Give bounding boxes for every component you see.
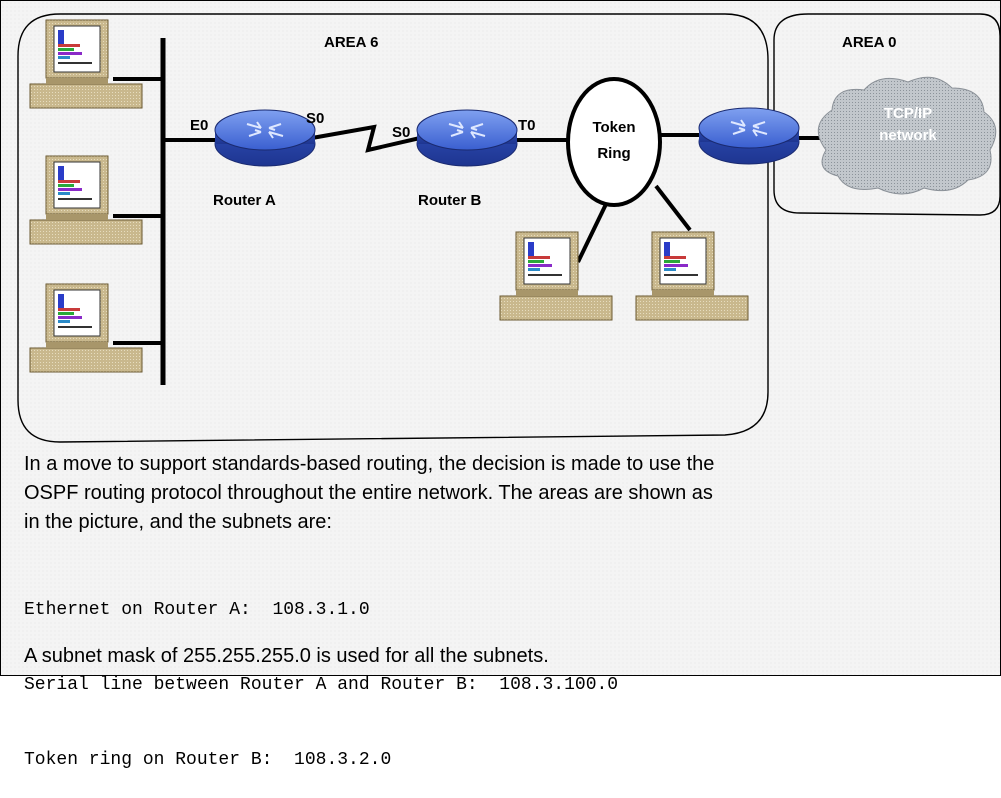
area0-boundary (773, 13, 1001, 216)
subnet-ethernet: Ethernet on Router A: 108.3.1.0 (24, 600, 370, 620)
pc-icon (29, 19, 143, 109)
token-ring-label-line2: Ring (597, 145, 630, 162)
router-b-label: Router B (418, 192, 482, 209)
intro-line: OSPF routing protocol throughout the ent… (24, 482, 713, 504)
area6-boundary (17, 13, 769, 443)
router-b-port-t0: T0 (518, 117, 536, 134)
intro-line: in the picture, and the subnets are: (24, 511, 332, 533)
area6-label: AREA 6 (324, 34, 378, 51)
subnet-mask-note: A subnet mask of 255.255.255.0 is used f… (24, 645, 549, 667)
cloud-label-line2: network (879, 127, 937, 144)
pc-icon (29, 155, 143, 245)
network-diagram: AREA 6 AREA 0 E0 S0 S0 T0 Router A Route… (17, 13, 1001, 443)
intro-line: In a move to support standards-based rou… (24, 453, 715, 475)
tcpip-cloud-icon (817, 76, 997, 195)
router-a-port-s0: S0 (306, 110, 324, 127)
serial-link (311, 124, 421, 153)
token-ring-icon (566, 77, 662, 207)
subnet-token-ring: Token ring on Router B: 108.3.2.0 (24, 750, 392, 770)
router-b-icon (416, 109, 518, 167)
router-a-icon (214, 109, 316, 167)
pc-icon (29, 283, 143, 373)
area0-label: AREA 0 (842, 34, 896, 51)
pc-icon (635, 231, 749, 321)
router-b-port-s0: S0 (392, 124, 410, 141)
token-ring-label-line1: Token (592, 119, 635, 136)
router-a-label: Router A (213, 192, 276, 209)
cloud-label-line1: TCP/IP (884, 105, 932, 122)
subnet-list: Ethernet on Router A: 108.3.1.0 Serial l… (24, 548, 984, 798)
edge-router-icon (698, 107, 800, 165)
router-a-port-e0: E0 (190, 117, 208, 134)
intro-text: In a move to support standards-based rou… (24, 450, 984, 537)
pc-icon (499, 231, 613, 321)
subnet-serial: Serial line between Router A and Router … (24, 675, 619, 695)
